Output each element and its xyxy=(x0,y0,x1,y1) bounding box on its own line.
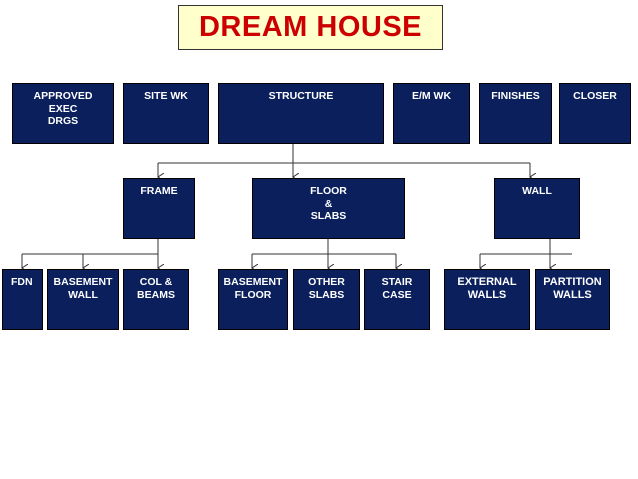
node-other-slabs: OTHER SLABS xyxy=(293,269,360,330)
node-col-beams: COL & BEAMS xyxy=(123,269,189,330)
node-site-wk: SITE WK xyxy=(123,83,209,144)
node-frame: FRAME xyxy=(123,178,195,239)
node-em-wk: E/M WK xyxy=(393,83,470,144)
node-basement-wall: BASEMENT WALL xyxy=(47,269,119,330)
node-basement-floor: BASEMENT FLOOR xyxy=(218,269,288,330)
node-partition-walls: PARTITION WALLS xyxy=(535,269,610,330)
node-floor-slabs: FLOOR & SLABS xyxy=(252,178,405,239)
node-finishes: FINISHES xyxy=(479,83,552,144)
diagram-title: DREAM HOUSE xyxy=(178,5,443,50)
node-approved-exec-drgs: APPROVED EXEC DRGS xyxy=(12,83,114,144)
node-wall: WALL xyxy=(494,178,580,239)
node-external-walls: EXTERNAL WALLS xyxy=(444,269,530,330)
node-fdn: FDN xyxy=(2,269,43,330)
node-structure: STRUCTURE xyxy=(218,83,384,144)
node-stair-case: STAIR CASE xyxy=(364,269,430,330)
node-closer: CLOSER xyxy=(559,83,631,144)
